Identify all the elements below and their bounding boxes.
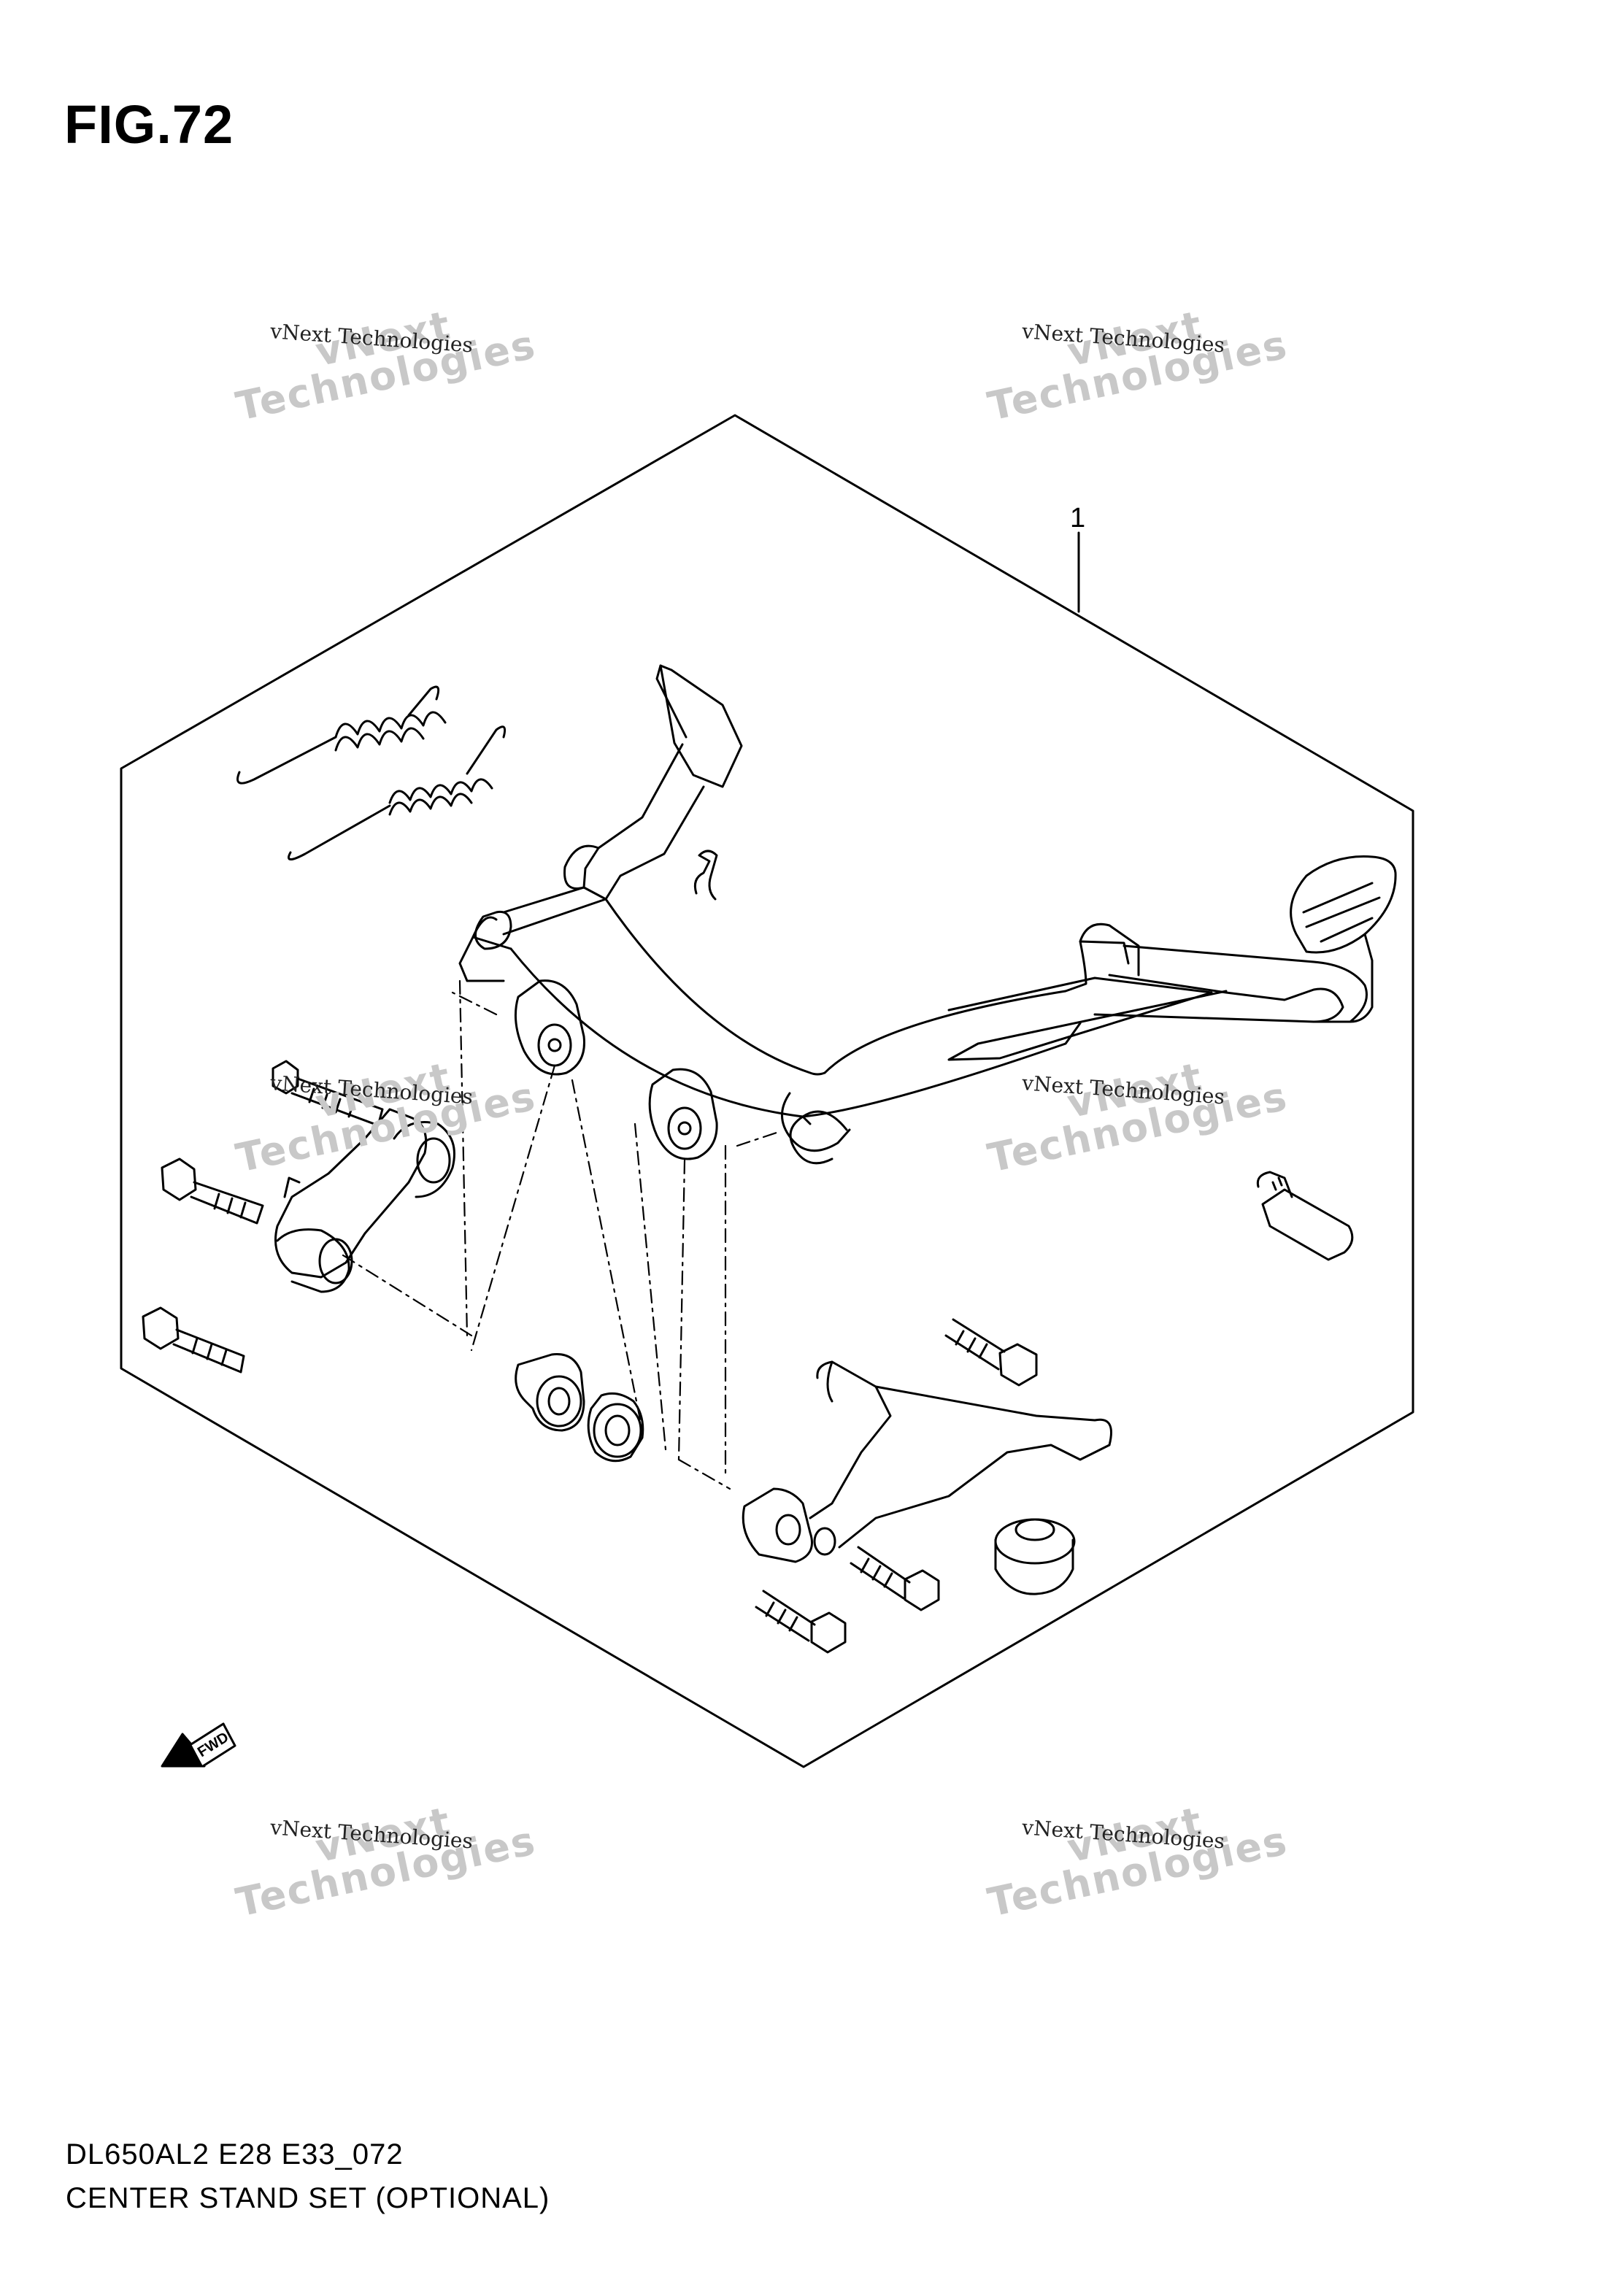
watermark: vNext Technologies vNext Technologies xyxy=(232,1054,540,1182)
center-stand-frame xyxy=(458,664,1397,1165)
callout-label-1: 1 xyxy=(1070,503,1085,533)
right-stand-bracket xyxy=(742,1360,1112,1563)
collar-1 xyxy=(515,1353,585,1432)
bolt-lower-right-a xyxy=(850,1546,940,1611)
alignment-lines xyxy=(342,979,782,1490)
watermark: vNext Technologies vNext Technologies xyxy=(232,1798,540,1926)
diagram-code: DL650AL2 E28 E33_072 xyxy=(66,2138,404,2170)
bolt-upper-right xyxy=(944,1318,1038,1387)
left-stand-bracket xyxy=(274,1108,455,1293)
stand-pin xyxy=(1256,1171,1354,1261)
watermark: vNext Technologies vNext Technologies xyxy=(984,1054,1292,1182)
return-spring-1 xyxy=(236,685,447,785)
diagram-caption: CENTER STAND SET (OPTIONAL) xyxy=(66,2182,550,2214)
watermark: vNext Technologies vNext Technologies xyxy=(984,302,1292,430)
frame-pivot-bushing-right xyxy=(648,1068,718,1160)
bolt-middle-left xyxy=(161,1157,264,1225)
watermark: vNext Technologies vNext Technologies xyxy=(984,1798,1292,1926)
collar-2 xyxy=(587,1392,644,1463)
kit-boundary-hexagon xyxy=(120,414,1414,1768)
return-spring-2 xyxy=(288,725,507,860)
bolt-upper-left xyxy=(272,1060,384,1127)
bolt-lower-left xyxy=(142,1306,245,1374)
fwd-arrow-icon xyxy=(161,1722,236,1768)
rubber-stopper xyxy=(994,1518,1076,1595)
figure-title: FIG.72 xyxy=(64,94,234,155)
watermark: vNext Technologies vNext Technologies xyxy=(232,302,540,430)
bolt-lower-right-b xyxy=(755,1590,847,1654)
